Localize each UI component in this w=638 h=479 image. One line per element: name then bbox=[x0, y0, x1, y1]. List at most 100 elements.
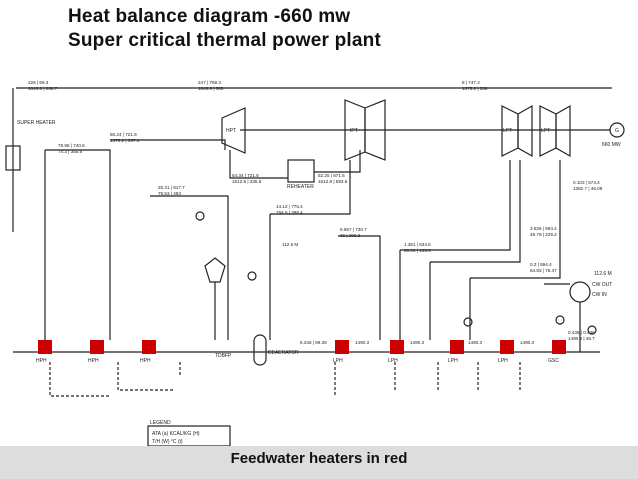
pump-2 bbox=[247, 271, 257, 281]
extraction-line-4 bbox=[150, 195, 229, 340]
hpt-turbine bbox=[221, 107, 246, 154]
hph-label-1: HPH bbox=[36, 358, 47, 364]
heat-balance-diagram: SUPER HEATER HPT IPT LPT LPT G 660 MW RE… bbox=[5, 80, 625, 447]
state-value: 1490.3 bbox=[520, 340, 534, 345]
ipt-turbine-2 bbox=[364, 99, 386, 161]
lph-label-3: LPH bbox=[448, 358, 458, 364]
footer-band bbox=[0, 446, 638, 479]
state-value: 79.53 | 463 bbox=[158, 191, 181, 196]
boiler-box bbox=[5, 145, 21, 171]
lpt-turbine-2b bbox=[555, 104, 571, 158]
lph-label-1: LPH bbox=[333, 358, 343, 364]
legend-title: LEGEND bbox=[150, 420, 171, 426]
reheater-box bbox=[287, 159, 315, 183]
state-value: 1846.8 | 565 bbox=[198, 86, 224, 91]
gsc-heater bbox=[552, 340, 566, 354]
cw-in-label: CW IN bbox=[592, 292, 607, 298]
slide-subtitle: Super critical thermal power plant bbox=[68, 30, 381, 51]
extraction-line-8 bbox=[400, 160, 511, 251]
lp-heater-2 bbox=[390, 340, 404, 354]
deaerator-label: DEAERATOR bbox=[268, 350, 299, 356]
state-value: 0.3 | 594.4 bbox=[530, 262, 552, 267]
deaerator-tank bbox=[253, 334, 267, 366]
lpt-label-2: LPT bbox=[541, 128, 550, 134]
pump-4 bbox=[555, 315, 565, 325]
lp-heater-3 bbox=[450, 340, 464, 354]
slide-title: Heat balance diagram -660 mw bbox=[68, 6, 351, 27]
tdbfp-turbine bbox=[204, 257, 226, 283]
state-value: 112.6 M bbox=[282, 242, 298, 247]
state-value: 3.526 | 594.4 bbox=[530, 226, 557, 231]
condenser-power-label: 112.6 M bbox=[594, 271, 612, 277]
extraction-line-7 bbox=[338, 235, 381, 340]
lpt-label-1: LPT bbox=[503, 128, 512, 134]
hp-heater-3 bbox=[142, 340, 156, 354]
state-value: 66 | 299.2 bbox=[340, 233, 361, 238]
state-value: 6.667 | 730.7 bbox=[340, 227, 367, 232]
lph-label-4: LPH bbox=[498, 358, 508, 364]
state-value: 1490.3 bbox=[468, 340, 482, 345]
state-value: 74.3 | 355.6 bbox=[58, 149, 83, 154]
extraction-line-12 bbox=[470, 160, 561, 279]
state-value: 1.361 | 634.6 bbox=[404, 242, 431, 247]
super-heater-label: SUPER HEATER bbox=[17, 120, 56, 126]
lp-heater-1 bbox=[335, 340, 349, 354]
lp-heater-4 bbox=[500, 340, 514, 354]
extraction-line-5 bbox=[270, 160, 351, 215]
extraction-line-3 bbox=[110, 139, 226, 150]
output-label: 660 MW bbox=[602, 142, 621, 148]
reheater-label: REHEATER bbox=[287, 184, 314, 190]
drain-line bbox=[49, 362, 521, 397]
state-value: 794.5 | 398.4 bbox=[276, 210, 303, 215]
pump-3 bbox=[463, 317, 473, 327]
state-value: 8 | 747.4 bbox=[462, 80, 480, 85]
reheat-line bbox=[229, 150, 361, 179]
generator-label: G bbox=[615, 128, 619, 134]
extraction-line-1 bbox=[45, 149, 111, 340]
state-value: 247 | 769.3 bbox=[198, 80, 221, 85]
state-value: 1846.8 | 268.7 bbox=[28, 86, 58, 91]
state-value: 49.79 | 229.2 bbox=[530, 232, 557, 237]
slide-caption: Feedwater heaters in red bbox=[230, 450, 408, 467]
state-value: 8.346 | 69.28 bbox=[300, 340, 327, 345]
state-value: 1612.8 | 335.5 bbox=[232, 179, 262, 184]
cw-out-label: CW OUT bbox=[592, 282, 612, 288]
state-value: 78.95 | 740.6 bbox=[58, 143, 85, 148]
tdbfp-label: TDBFP bbox=[215, 353, 232, 359]
pump-5 bbox=[587, 325, 597, 335]
state-value: 54.83 | 76.47 bbox=[530, 268, 557, 273]
generator bbox=[609, 122, 625, 138]
state-value: 226 | 69.3 bbox=[28, 80, 49, 85]
gsc-label: GSC bbox=[548, 358, 559, 364]
state-value: 68.04 | 133.5 bbox=[404, 248, 431, 253]
state-value: 0.103 | 574.4 bbox=[573, 180, 600, 185]
state-value: 56.24 | 721.9 bbox=[110, 132, 137, 137]
ipt-label: IPT bbox=[350, 128, 358, 134]
state-value: 1612.8 | 593.6 bbox=[318, 179, 348, 184]
lph-label-2: LPH bbox=[388, 358, 398, 364]
extraction-line-10 bbox=[430, 160, 521, 263]
state-value: 1375.2 | 336 bbox=[462, 86, 488, 91]
condenser-line bbox=[544, 283, 581, 352]
state-value: 1375.2 | 337.4 bbox=[110, 138, 140, 143]
hp-heater-2 bbox=[90, 340, 104, 354]
state-value: 0.436 | 0.436 bbox=[568, 330, 595, 335]
hph-label-2: HPH bbox=[88, 358, 99, 364]
state-value: 25.31 | 817.7 bbox=[158, 185, 185, 190]
legend-row-2: T/H (W) °C (t) bbox=[152, 439, 183, 445]
state-value: 1382.7 | 46.09 bbox=[573, 186, 603, 191]
state-value: 52.25 | 871.6 bbox=[318, 173, 345, 178]
hp-heater-1 bbox=[38, 340, 52, 354]
heater-group bbox=[38, 340, 566, 354]
state-value: 54.34 | 721.9 bbox=[232, 173, 259, 178]
condenser bbox=[569, 281, 591, 303]
hpt-label: HPT bbox=[226, 128, 236, 134]
state-value: 1490.3 bbox=[355, 340, 369, 345]
hph-label-3: HPH bbox=[140, 358, 151, 364]
state-value: 1490.3 bbox=[410, 340, 424, 345]
pump-1 bbox=[195, 211, 205, 221]
state-value: 14.12 | 776.4 bbox=[276, 204, 303, 209]
lpt-turbine-1b bbox=[517, 104, 533, 158]
legend-row-1: ATA (a) KCAL/KG (H) bbox=[152, 431, 200, 437]
